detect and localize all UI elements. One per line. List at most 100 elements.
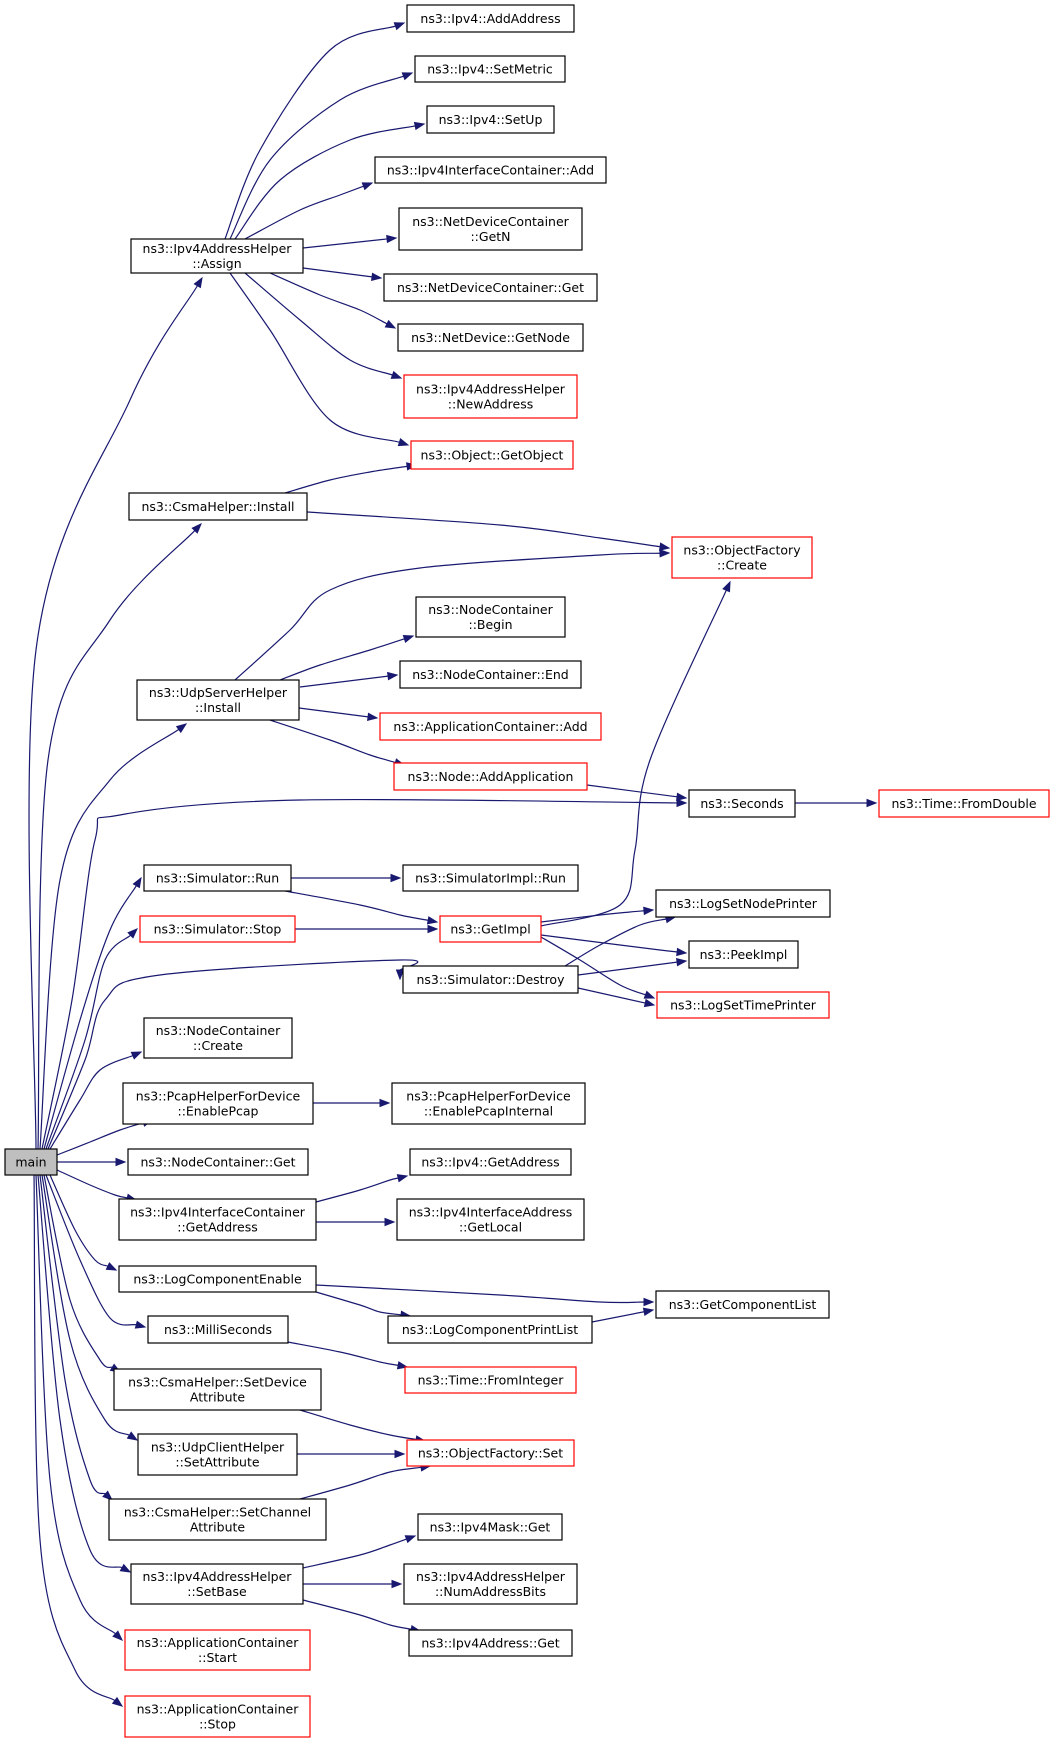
node-logcompprintlist[interactable]: ns3::LogComponentPrintList bbox=[387, 1315, 593, 1344]
edge-line bbox=[540, 910, 645, 923]
node-box bbox=[374, 156, 607, 184]
node-ipv4helper_numaddrbits[interactable]: ns3::Ipv4AddressHelper::NumAddressBits bbox=[403, 1563, 578, 1605]
node-ipv4helper_assign[interactable]: ns3::Ipv4AddressHelper::Assign bbox=[130, 238, 304, 274]
node-box bbox=[147, 1315, 289, 1344]
edge-main-to-seconds bbox=[41, 798, 688, 1150]
node-ipv4_setup[interactable]: ns3::Ipv4::SetUp bbox=[426, 105, 555, 134]
node-appc_stop[interactable]: ns3::ApplicationContainer::Stop bbox=[124, 1695, 311, 1738]
node-objfactory_create[interactable]: ns3::ObjectFactory::Create bbox=[671, 536, 813, 579]
node-ipv4ia_getlocal[interactable]: ns3::Ipv4InterfaceAddress::GetLocal bbox=[396, 1198, 585, 1241]
node-node_addapp[interactable]: ns3::Node::AddApplication bbox=[393, 762, 588, 791]
node-box bbox=[402, 864, 579, 892]
node-ndc_getn[interactable]: ns3::NetDeviceContainer::GetN bbox=[398, 207, 583, 251]
edge-line bbox=[284, 465, 408, 494]
node-ipv4_getaddress[interactable]: ns3::Ipv4::GetAddress bbox=[409, 1148, 572, 1176]
node-label: ::Install bbox=[195, 700, 241, 715]
node-box bbox=[383, 273, 598, 302]
edge-logcompenable-to-getcomplist bbox=[315, 1284, 655, 1307]
arrowhead-icon bbox=[193, 276, 203, 289]
node-sim_stop[interactable]: ns3::Simulator::Stop bbox=[139, 915, 296, 943]
arrowhead-icon bbox=[379, 1098, 391, 1108]
node-label: ns3::Simulator::Run bbox=[156, 871, 279, 886]
arrowhead-icon bbox=[130, 1051, 143, 1060]
node-appc_start[interactable]: ns3::ApplicationContainer::Start bbox=[124, 1629, 311, 1671]
node-nc_begin[interactable]: ns3::NodeContainer::Begin bbox=[415, 596, 566, 638]
node-label: ns3::CsmaHelper::SetChannel bbox=[124, 1505, 311, 1520]
node-label: ns3::CsmaHelper::SetDevice bbox=[128, 1375, 307, 1390]
node-simimpl_run[interactable]: ns3::SimulatorImpl::Run bbox=[402, 864, 579, 892]
node-appc_add[interactable]: ns3::ApplicationContainer::Add bbox=[379, 712, 602, 741]
node-udpserver_install[interactable]: ns3::UdpServerHelper::Install bbox=[136, 679, 300, 721]
node-csma_install[interactable]: ns3::CsmaHelper::Install bbox=[128, 492, 308, 521]
node-label: ns3::Seconds bbox=[700, 796, 783, 811]
node-nd_getnode[interactable]: ns3::NetDevice::GetNode bbox=[397, 323, 584, 352]
node-getimpl[interactable]: ns3::GetImpl bbox=[439, 915, 542, 943]
node-milliseconds[interactable]: ns3::MilliSeconds bbox=[147, 1315, 289, 1344]
arrowhead-icon bbox=[105, 1262, 118, 1271]
edge-udpserver_install-to-nc_begin bbox=[279, 634, 415, 681]
node-peekimpl[interactable]: ns3::PeekImpl bbox=[688, 940, 799, 969]
edge-sim_destroy-to-logsettimeprinter bbox=[577, 987, 656, 1008]
node-time_fromdouble[interactable]: ns3::Time::FromDouble bbox=[878, 789, 1050, 818]
edge-main-to-sim_stop bbox=[45, 928, 138, 1150]
node-getcomplist[interactable]: ns3::GetComponentList bbox=[655, 1290, 830, 1319]
node-time_frominteger[interactable]: ns3::Time::FromInteger bbox=[404, 1366, 577, 1394]
node-ipv4address_get[interactable]: ns3::Ipv4Address::Get bbox=[408, 1629, 573, 1657]
edge-ipv4helper_assign-to-ipv4_addaddress bbox=[224, 22, 406, 240]
node-object_getobject[interactable]: ns3::Object::GetObject bbox=[410, 440, 574, 470]
node-nc_get[interactable]: ns3::NodeContainer::Get bbox=[127, 1148, 309, 1176]
arrowhead-icon bbox=[102, 1490, 114, 1501]
node-ipv4_setmetric[interactable]: ns3::Ipv4::SetMetric bbox=[414, 55, 566, 83]
node-box bbox=[139, 915, 296, 943]
edge-main-to-sim_destroy bbox=[47, 959, 419, 1150]
arrowhead-icon bbox=[643, 906, 655, 916]
arrowhead-icon bbox=[115, 1157, 127, 1167]
edge-csma_setdeviceattr-to-objfactory_set bbox=[299, 1409, 427, 1444]
node-box bbox=[118, 1198, 317, 1241]
edge-line bbox=[43, 885, 137, 1150]
node-pcap_enableinternal[interactable]: ns3::PcapHelperForDevice::EnablePcapInte… bbox=[391, 1082, 586, 1125]
node-main[interactable]: main bbox=[4, 1148, 58, 1176]
edge-line bbox=[229, 75, 404, 240]
edge-main-to-ipv4ic_getaddress bbox=[56, 1169, 138, 1202]
node-box bbox=[402, 965, 579, 994]
arrowhead-icon bbox=[367, 712, 379, 721]
node-nc_create[interactable]: ns3::NodeContainer::Create bbox=[143, 1017, 293, 1059]
node-nc_end[interactable]: ns3::NodeContainer::End bbox=[399, 660, 582, 689]
arrowhead-icon bbox=[396, 1174, 409, 1183]
arrowhead-icon bbox=[119, 1563, 132, 1573]
node-logsetnodeprinter[interactable]: ns3::LogSetNodePrinter bbox=[655, 889, 831, 918]
node-ipv4ic_add[interactable]: ns3::Ipv4InterfaceContainer::Add bbox=[374, 156, 607, 184]
node-ipv4mask_get[interactable]: ns3::Ipv4Mask::Get bbox=[417, 1513, 563, 1541]
arrowhead-icon bbox=[676, 947, 688, 957]
edge-seconds-to-time_fromdouble bbox=[795, 798, 878, 808]
node-ipv4ic_getaddress[interactable]: ns3::Ipv4InterfaceContainer::GetAddress bbox=[118, 1198, 317, 1241]
edge-line bbox=[302, 1538, 407, 1569]
node-box bbox=[397, 323, 584, 352]
node-sim_destroy[interactable]: ns3::Simulator::Destroy bbox=[402, 965, 579, 994]
node-objfactory_set[interactable]: ns3::ObjectFactory::Set bbox=[406, 1439, 575, 1467]
node-logsettimeprinter[interactable]: ns3::LogSetTimePrinter bbox=[656, 991, 830, 1019]
node-box bbox=[406, 4, 575, 33]
node-seconds[interactable]: ns3::Seconds bbox=[688, 789, 796, 818]
edge-line bbox=[37, 530, 196, 1150]
node-label: ::NewAddress bbox=[448, 397, 533, 412]
node-logcompenable[interactable]: ns3::LogComponentEnable bbox=[118, 1265, 317, 1293]
node-pcap_enable[interactable]: ns3::PcapHelperForDevice::EnablePcap bbox=[122, 1082, 314, 1125]
edge-line bbox=[315, 1291, 402, 1316]
node-udpclient_setattr[interactable]: ns3::UdpClientHelper::SetAttribute bbox=[137, 1433, 298, 1476]
arrowhead-icon bbox=[401, 72, 414, 81]
node-ipv4_addaddress[interactable]: ns3::Ipv4::AddAddress bbox=[406, 4, 575, 33]
arrowhead-icon bbox=[427, 924, 439, 934]
edge-main-to-csma_setchannelattr bbox=[39, 1174, 114, 1501]
node-label: ::Create bbox=[717, 558, 767, 573]
edge-line bbox=[35, 1174, 116, 1635]
node-ipv4helper_setbase[interactable]: ns3::Ipv4AddressHelper::SetBase bbox=[130, 1563, 304, 1605]
node-box bbox=[113, 1368, 322, 1411]
node-ipv4helper_newaddress[interactable]: ns3::Ipv4AddressHelper::NewAddress bbox=[403, 374, 578, 419]
node-sim_run[interactable]: ns3::Simulator::Run bbox=[143, 864, 292, 892]
edge-main-to-csma_setdeviceattr bbox=[43, 1174, 122, 1373]
node-ndc_get[interactable]: ns3::NetDeviceContainer::Get bbox=[383, 273, 598, 302]
